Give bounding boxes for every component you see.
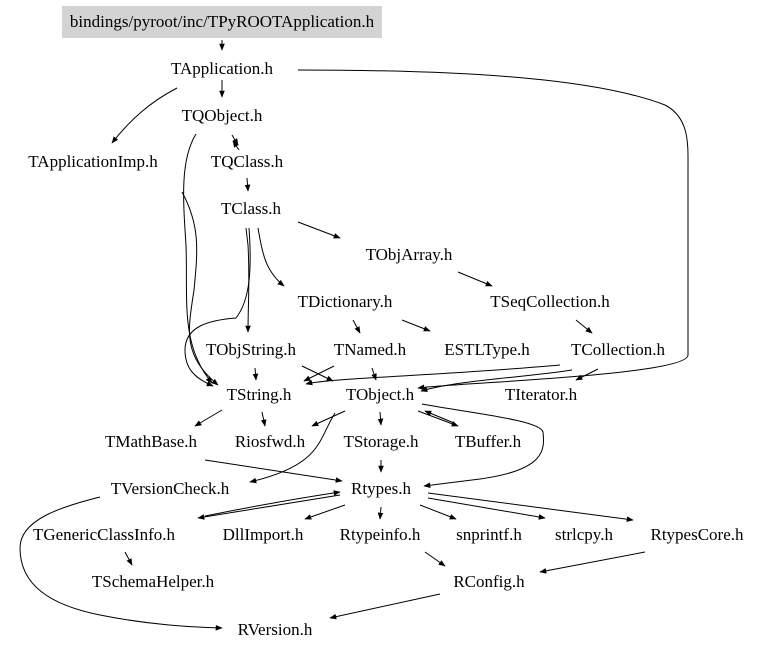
edge-tapplication-h-to-tapplicationimp-h [111,87,178,144]
edge-tqclass-h-to-tclass-h [244,177,251,192]
edge-tobject-h-to-rtypes-h [421,403,545,488]
node-tstorage[interactable]: TStorage.h [343,432,419,451]
edge-tapplication-h-to-tobject-h [297,69,689,391]
edge-tobject-h-to-riosfwd-h [311,410,346,427]
node-titerator[interactable]: TIterator.h [504,385,578,404]
edge-rtypes-h-to-tgenericclassinfo-h [197,494,341,520]
edge-rtypes-h-to-strlcpy-h [427,497,546,520]
edge-tnamed-h-to-tstring-h [303,365,335,382]
edge-tdictionary-h-to-estltype-h [401,319,431,332]
edge-rtypes-h-to-rtypescore-h [427,492,634,522]
node-tschemahelper[interactable]: TSchemaHelper.h [91,572,215,591]
edge-tobjstring-h-to-tobject-h [301,365,334,382]
edge-tapplicationimp-h-to-tstring-h [181,191,219,386]
edge-rtypes-h-to-rtypeinfo-h [377,506,384,520]
node-rversion[interactable]: RVersion.h [237,620,313,639]
edge-tobjarray-h-to-tseqcollection-h [457,271,493,287]
edge-tclass-h-to-tobjarray-h [297,221,341,239]
edge-rtypeinfo-h-to-rconfig-h [424,551,446,567]
node-tapplication[interactable]: TApplication.h [170,59,274,78]
edge-tstring-h-to-riosfwd-h [260,411,267,427]
edge-rconfig-h-to-rversion-h [329,593,441,620]
node-tobject[interactable]: TObject.h [345,385,415,404]
edge-tobject-h-to-tversioncheck-h [249,412,336,484]
edge-tstring-h-to-tmathbase-h [194,409,223,427]
edge-tgenericclassinfo-h-to-rtypes-h [204,490,341,517]
edge-tqclass-h-to-tqobject-h [232,140,240,151]
node-tcollection[interactable]: TCollection.h [571,340,665,359]
node-tgenericclassinfo[interactable]: TGenericClassInfo.h [32,525,176,544]
node-tqclass[interactable]: TQClass.h [210,152,284,171]
edge-rtypescore-h-to-rconfig-h [539,551,646,574]
root-node[interactable]: bindings/pyroot/inc/TPyROOTApplication.h [61,6,383,38]
node-tqobject[interactable]: TQObject.h [181,106,263,125]
edge-tdictionary-h-to-tnamed-h [352,319,361,334]
node-rtypeinfo[interactable]: Rtypeinfo.h [339,525,421,544]
node-tdictionary[interactable]: TDictionary.h [297,292,393,311]
edge-tversioncheck-h-to-rversion-h [19,496,223,631]
edge-tseqcollection-h-to-tcollection-h [575,319,593,334]
node-estltype[interactable]: ESTLType.h [444,340,530,359]
node-tseqcollection[interactable]: TSeqCollection.h [490,292,610,311]
node-tclass[interactable]: TClass.h [221,199,281,218]
edge-tqobject-h-to-tstring-h [183,133,213,384]
edge-tclass-h-to-tstring-h [184,227,251,387]
node-tobjstring[interactable]: TObjString.h [206,340,296,359]
node-rtypes[interactable]: Rtypes.h [351,479,411,498]
edge-tobject-h-to-tstorage-h [377,411,384,426]
node-tbuffer[interactable]: TBuffer.h [454,432,522,451]
node-tapplicationimp[interactable]: TApplicationImp.h [28,152,158,171]
node-riosfwd[interactable]: Riosfwd.h [234,432,306,451]
edge-rtypes-h-to-dllimport-h [304,504,346,520]
edge-tobject-h-to-tbuffer-h [417,410,459,427]
node-tobjarray[interactable]: TObjArray.h [365,245,453,264]
edge-tcollection-h-to-tstring-h [305,364,561,386]
edge-tbuffer-h-to-tobject-h [424,410,455,424]
edge-tmathbase-h-to-rtypes-h [204,459,343,483]
edge-tclass-h-to-tdictionary-h [257,227,285,287]
node-rtypescore[interactable]: RtypesCore.h [650,525,744,544]
node-strlcpy[interactable]: strlcpy.h [555,525,613,544]
edge-tobjstring-h-to-tstring-h [252,367,259,381]
node-tmathbase[interactable]: TMathBase.h [104,432,198,451]
node-snprintf[interactable]: snprintf.h [456,525,522,544]
node-rconfig[interactable]: RConfig.h [453,572,525,591]
edge-tclass-h-to-tobjstring-h [245,227,251,333]
edge-tcollection-h-to-tobject-h [420,369,573,392]
node-tstring[interactable]: TString.h [226,385,292,404]
node-tnamed[interactable]: TNamed.h [333,340,407,359]
edge-tgenericclassinfo-h-to-tschemahelper-h [124,551,133,566]
node-dllimport[interactable]: DllImport.h [222,525,304,544]
node-tversioncheck[interactable]: TVersionCheck.h [110,479,230,498]
edge-tcollection-h-to-titerator-h [575,368,599,381]
edge-rtypes-h-to-snprintf-h [419,504,457,520]
